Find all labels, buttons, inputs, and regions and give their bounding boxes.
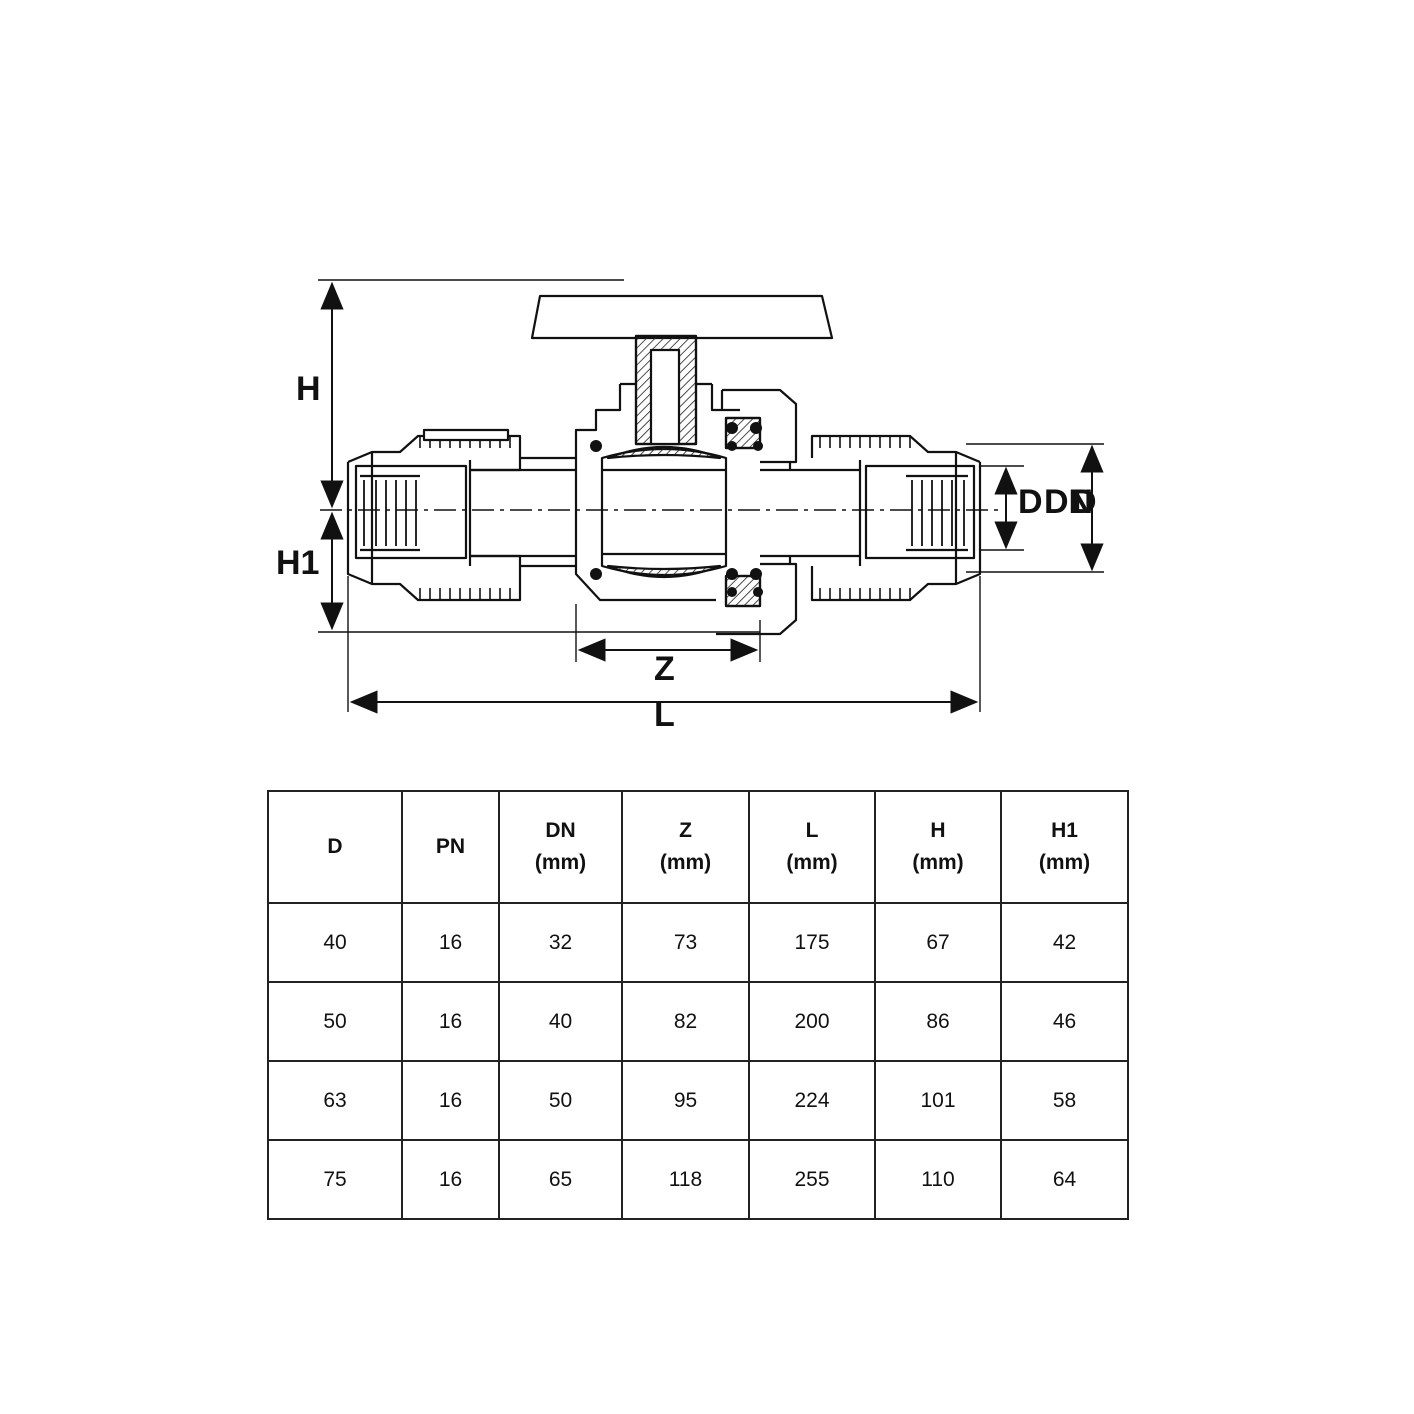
header-Z: Z(mm)	[621, 790, 750, 904]
cell-DN: 40	[498, 981, 623, 1062]
cell-H1: 46	[1000, 981, 1129, 1062]
cell-L: 175	[748, 902, 876, 983]
cell-D: 40	[267, 902, 403, 983]
cell-PN: 16	[401, 1139, 500, 1220]
right-coupling	[810, 434, 982, 602]
header-H: H(mm)	[874, 790, 1002, 904]
table-header-row: D PN DN(mm) Z(mm) L(mm) H(mm) H1(mm)	[267, 790, 1129, 904]
header-DN: DN(mm)	[498, 790, 623, 904]
cell-DN: 65	[498, 1139, 623, 1220]
cell-D: 75	[267, 1139, 403, 1220]
cell-D: 63	[267, 1060, 403, 1141]
cell-H1: 42	[1000, 902, 1129, 983]
cell-Z: 118	[621, 1139, 750, 1220]
cell-L: 255	[748, 1139, 876, 1220]
cell-H: 101	[874, 1060, 1002, 1141]
table-row: 63 16 50 95 224 101 58	[267, 1060, 1129, 1141]
cell-D: 50	[267, 981, 403, 1062]
cell-H1: 58	[1000, 1060, 1129, 1141]
cell-DN: 32	[498, 902, 623, 983]
cell-H: 67	[874, 902, 1002, 983]
cell-Z: 82	[621, 981, 750, 1062]
dim-label-H: H	[296, 370, 321, 408]
table-row: 40 16 32 73 175 67 42	[267, 902, 1129, 983]
cell-PN: 16	[401, 1060, 500, 1141]
dim-label-D-outer: D	[1072, 483, 1097, 521]
header-PN: PN	[401, 790, 500, 904]
cell-H: 110	[874, 1139, 1002, 1220]
cell-L: 200	[748, 981, 876, 1062]
dim-label-D: D	[1018, 483, 1043, 521]
dim-label-H1: H1	[276, 544, 319, 582]
dimensions-table: D PN DN(mm) Z(mm) L(mm) H(mm) H1(mm) 40 …	[267, 790, 1129, 1220]
handle	[530, 294, 834, 446]
dim-label-Z: Z	[654, 650, 675, 688]
table-row: 50 16 40 82 200 86 46	[267, 981, 1129, 1062]
header-D: D	[267, 790, 403, 904]
cell-DN: 50	[498, 1060, 623, 1141]
header-L: L(mm)	[748, 790, 876, 904]
header-H1: H1(mm)	[1000, 790, 1129, 904]
valve-technical-drawing: H H1 D DN D Z L	[276, 279, 1104, 734]
cell-Z: 73	[621, 902, 750, 983]
dim-label-DN: DN	[1044, 483, 1093, 521]
left-coupling	[346, 428, 522, 602]
cell-Z: 95	[621, 1060, 750, 1141]
cell-PN: 16	[401, 981, 500, 1062]
cell-H: 86	[874, 981, 1002, 1062]
ball	[600, 445, 728, 579]
cell-PN: 16	[401, 902, 500, 983]
cell-H1: 64	[1000, 1139, 1129, 1220]
table-row: 75 16 65 118 255 110 64	[267, 1139, 1129, 1220]
cell-L: 224	[748, 1060, 876, 1141]
dim-label-L: L	[654, 696, 675, 734]
